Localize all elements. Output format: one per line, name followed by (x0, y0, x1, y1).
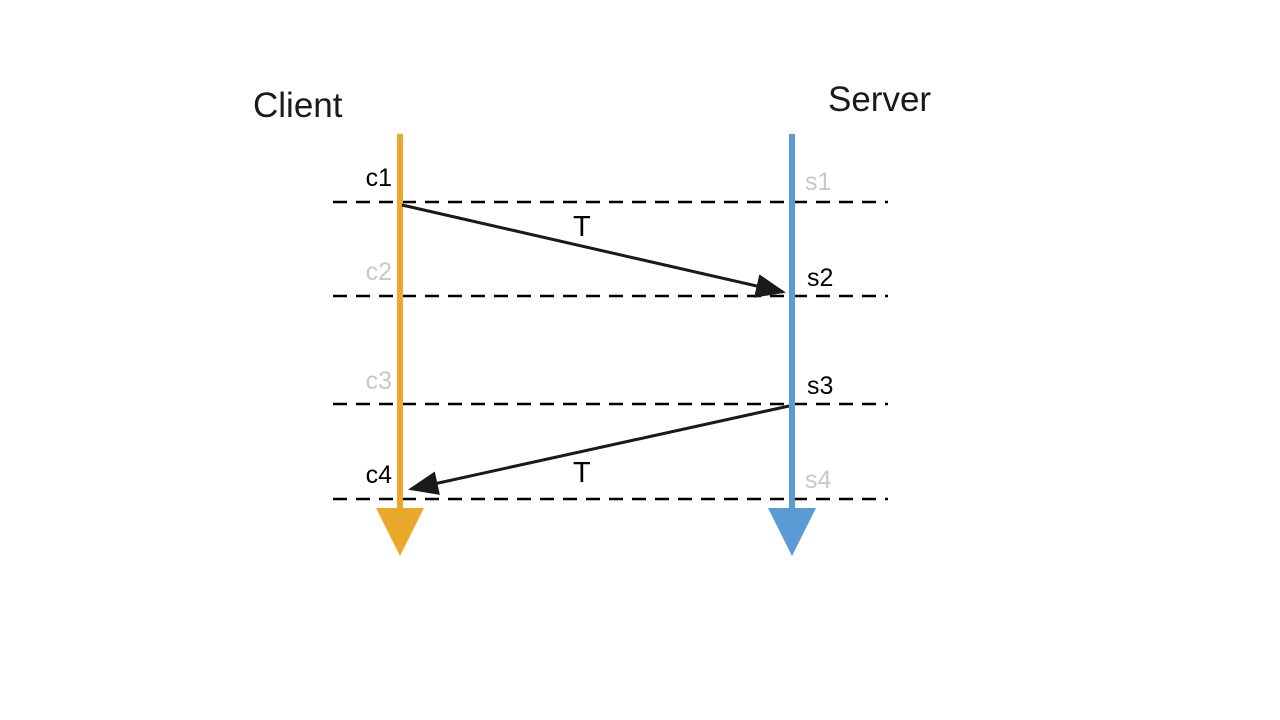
label-c1: c1 (365, 164, 392, 192)
message-label-1: T (573, 211, 591, 243)
label-s2: s2 (807, 264, 834, 292)
message-arrow-s3-c4 (408, 404, 790, 495)
label-s1: s1 (805, 168, 832, 196)
client-title: Client (253, 86, 343, 125)
server-title: Server (828, 80, 932, 119)
label-s4: s4 (805, 466, 832, 494)
label-c4: c4 (365, 461, 392, 489)
message-label-2: T (573, 457, 591, 489)
label-c3: c3 (365, 367, 392, 395)
message-arrow-c1-s2 (401, 203, 786, 298)
label-c2: c2 (365, 258, 392, 286)
label-s3: s3 (807, 372, 834, 400)
